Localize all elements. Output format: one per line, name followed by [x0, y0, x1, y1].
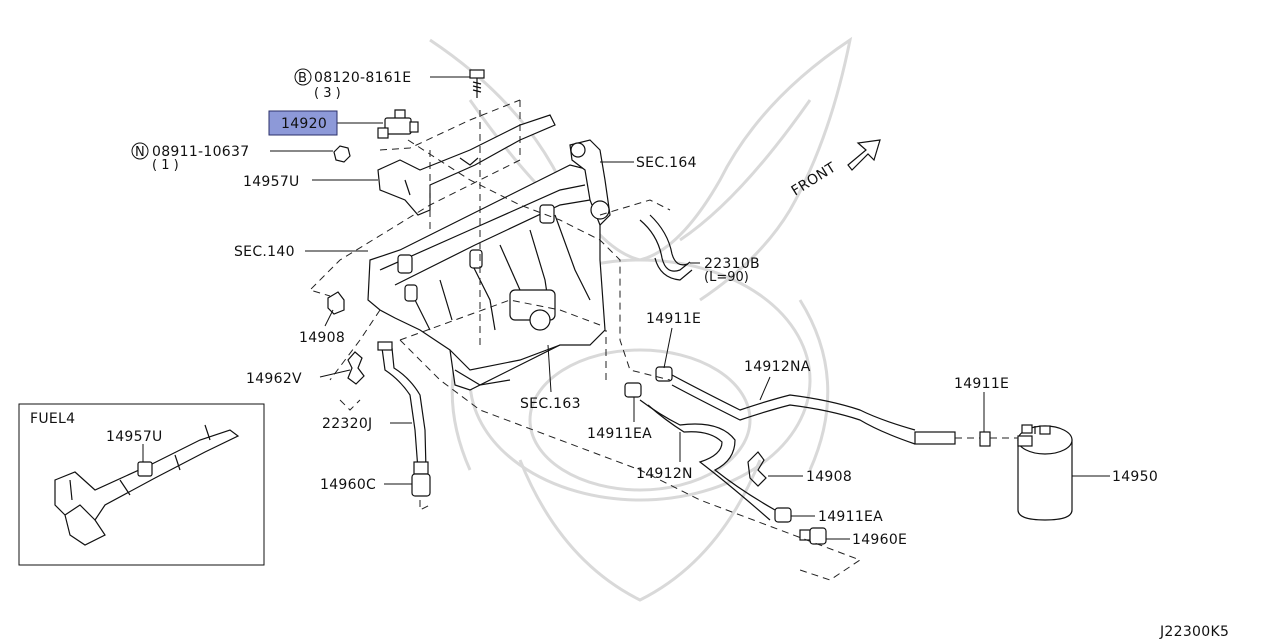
nut-part — [333, 145, 351, 163]
connector-14960e — [799, 527, 827, 545]
clip-14908-b-part — [747, 451, 767, 487]
part-14911ea-a-label[interactable]: 14911EA — [587, 426, 652, 442]
dashed-outlines — [309, 99, 1018, 581]
clamp-14911e-b-part — [979, 431, 991, 447]
nut-part-number: 08911-10637 — [152, 144, 249, 160]
part-22320j-label[interactable]: 22320J — [322, 416, 372, 432]
nut-qty: ( 1 ) — [152, 158, 179, 173]
part-14908-b-label[interactable]: 14908 — [806, 469, 852, 485]
front-arrow: FRONT — [789, 139, 881, 200]
part-22310b-length: (L=90) — [704, 270, 749, 285]
diagram-reference: J22300K5 — [1159, 624, 1229, 639]
sec-164-label[interactable]: SEC.164 — [636, 155, 697, 171]
inset-fuel4: FUEL4 14957U — [18, 403, 265, 566]
part-14911ea-b-label[interactable]: 14911EA — [818, 509, 883, 525]
hose-14912n — [624, 382, 776, 521]
part-14950-label[interactable]: 14950 — [1112, 469, 1158, 485]
hose-22310b — [639, 214, 693, 281]
clip-14908-part — [327, 291, 345, 315]
intake-manifold — [367, 139, 611, 391]
nut-callout[interactable]: N 08911-10637 ( 1 ) — [131, 142, 249, 173]
inset-part-label[interactable]: 14957U — [106, 429, 163, 445]
part-22310b-label[interactable]: 22310B — [704, 256, 760, 272]
part-14957u-label[interactable]: 14957U — [243, 174, 300, 190]
connector-14960c — [411, 461, 431, 497]
part-14912na-label[interactable]: 14912NA — [744, 359, 811, 375]
bolt-callout[interactable]: B 08120-8161E ( 3 ) — [294, 68, 411, 101]
part-14908-a-label[interactable]: 14908 — [299, 330, 345, 346]
part-14911e-b-label[interactable]: 14911E — [954, 376, 1009, 392]
part-14920-callout[interactable]: 14920 — [268, 110, 338, 136]
part-14912n-label[interactable]: 14912N — [636, 466, 693, 482]
part-14960e-label[interactable]: 14960E — [852, 532, 907, 548]
part-14920-label: 14920 — [281, 116, 327, 132]
front-label: FRONT — [789, 160, 839, 200]
sec-163-label[interactable]: SEC.163 — [520, 396, 581, 412]
clip-14962v-part — [347, 351, 365, 385]
hose-22320j — [377, 341, 427, 471]
part-14911e-a-label[interactable]: 14911E — [646, 311, 701, 327]
valve-14920 — [377, 109, 419, 139]
part-14960c-label[interactable]: 14960C — [320, 477, 376, 493]
sec-140-label[interactable]: SEC.140 — [234, 244, 295, 260]
bolt-symbol: B — [298, 71, 307, 86]
inset-title: FUEL4 — [30, 411, 75, 427]
part-14962v-label[interactable]: 14962V — [246, 371, 302, 387]
clamp-14911ea-b-part — [774, 507, 792, 523]
bolt-part-number: 08120-8161E — [314, 70, 411, 86]
leader-lines — [270, 76, 1110, 540]
bolt-qty: ( 3 ) — [314, 86, 341, 101]
bolt-part — [469, 69, 485, 98]
nut-symbol: N — [135, 145, 145, 160]
canister-14950 — [1017, 424, 1073, 521]
